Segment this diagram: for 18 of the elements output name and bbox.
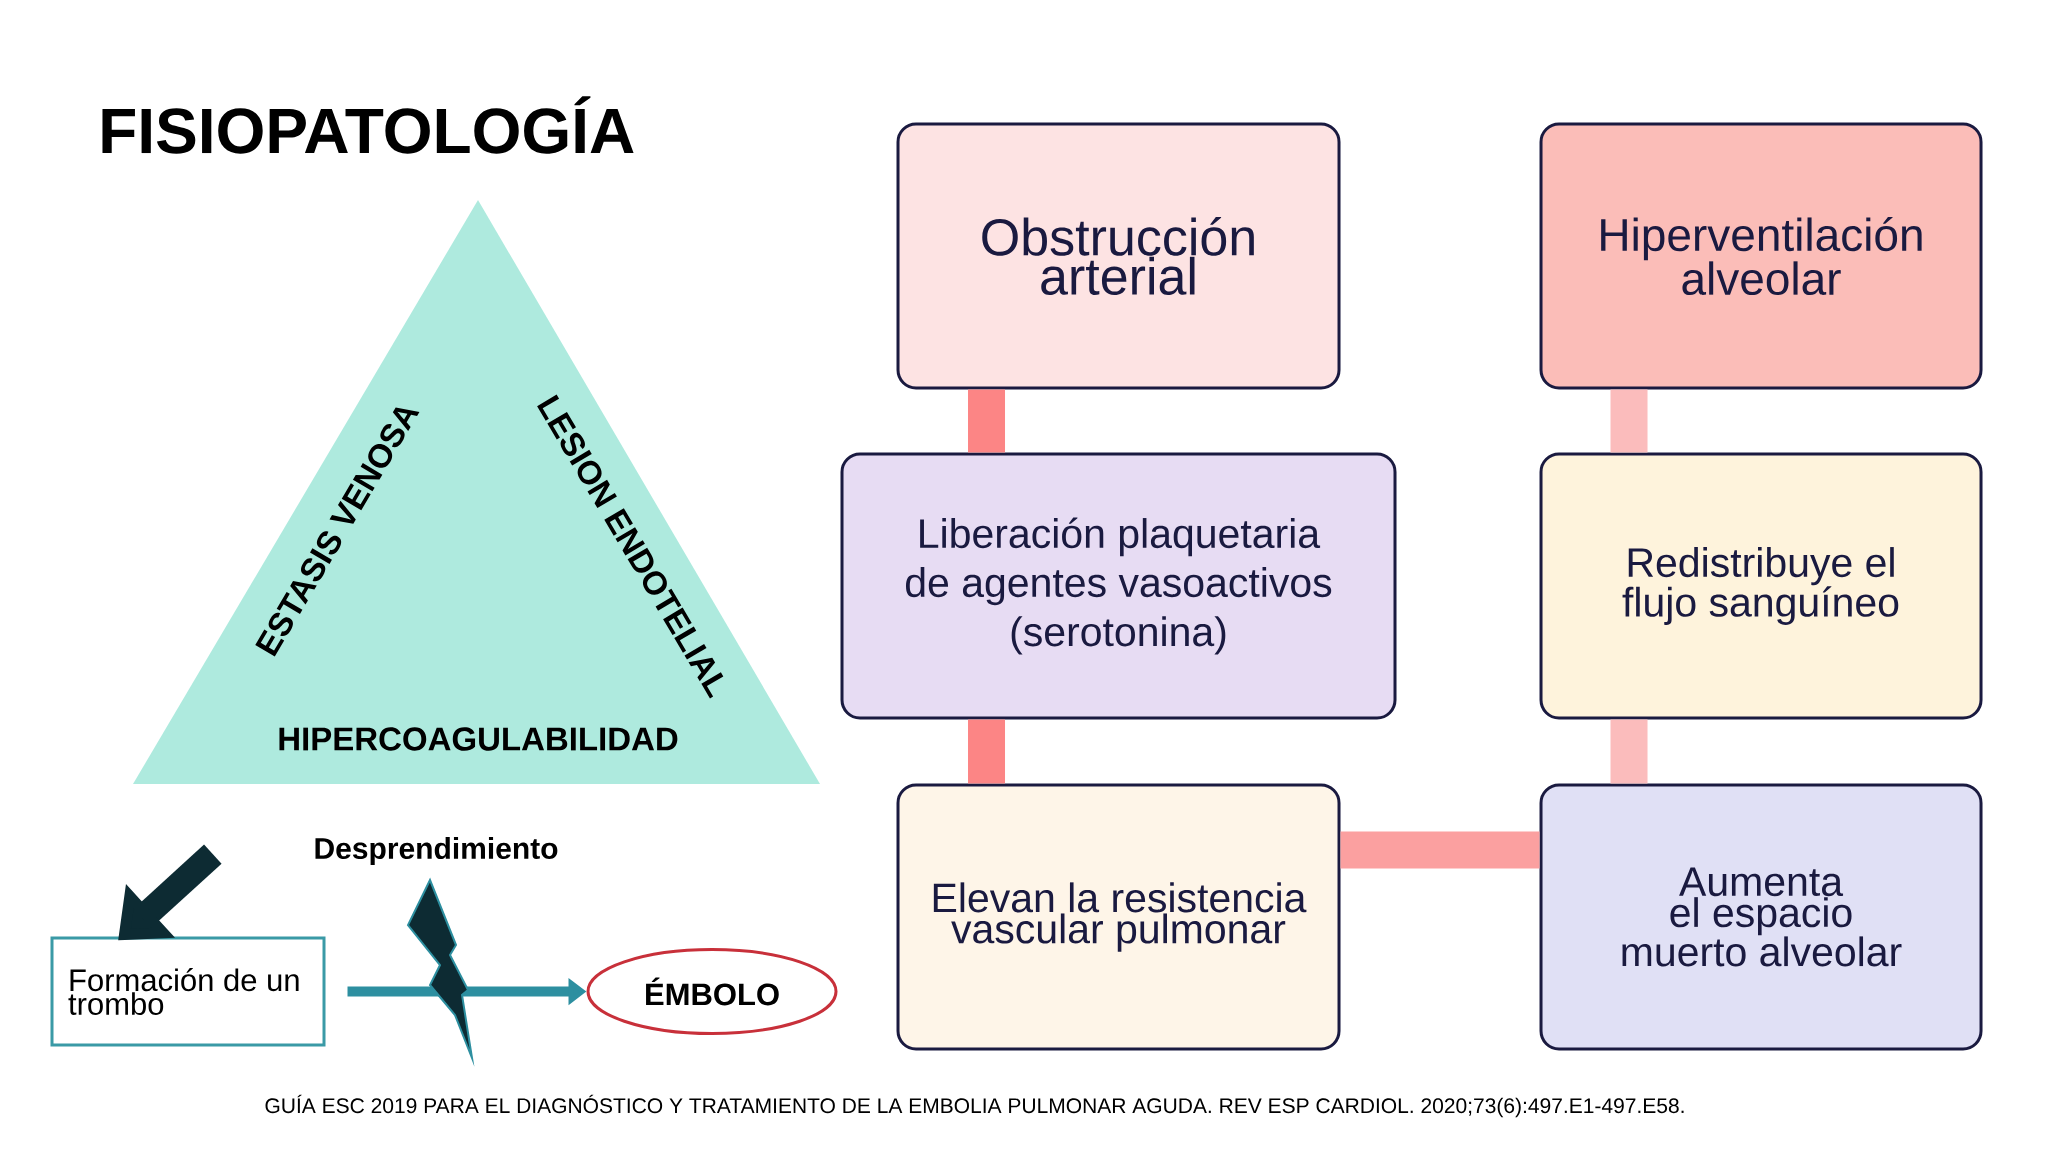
process-box: Obstrucción arterial (896, 122, 1341, 390)
process-box: Redistribuye el flujo sanguíneo (1539, 452, 1983, 720)
triangle (133, 200, 820, 784)
title: FISIOPATOLOGÍA (102, 96, 634, 154)
process-box: Liberación plaquetaria de agentes vasoactivos (serotonina) (840, 452, 1397, 720)
edge-label: Desprendimiento (315, 837, 558, 865)
process-box: Elevan la resistencia vascular pulmonar (896, 783, 1341, 1051)
ellipse-node: ÉMBOLO (586, 948, 838, 1035)
connector-bar (968, 389, 1005, 453)
process-box: Formación de un trombo (50, 936, 326, 1047)
connector-bar (968, 719, 1005, 784)
process-box: Hiperventilación alveolar (1539, 122, 1983, 390)
process-box: Aumenta el espacio muerto alveolar (1539, 783, 1983, 1051)
side-label: HIPERCOAGULABILIDAD (279, 727, 678, 751)
caption: GUÍA ESC 2019 PARA EL DIAGNÓSTICO Y TRATAMIENTO DE LA EMBOLIA PULMONAR AGUDA. REV ESP CARDIOL. 2020;73(6):497.E1-497.E58. (265, 1094, 1684, 1118)
connector-bar (1340, 831, 1540, 869)
connector-bar (1610, 389, 1648, 453)
connector-bar (1610, 719, 1648, 784)
